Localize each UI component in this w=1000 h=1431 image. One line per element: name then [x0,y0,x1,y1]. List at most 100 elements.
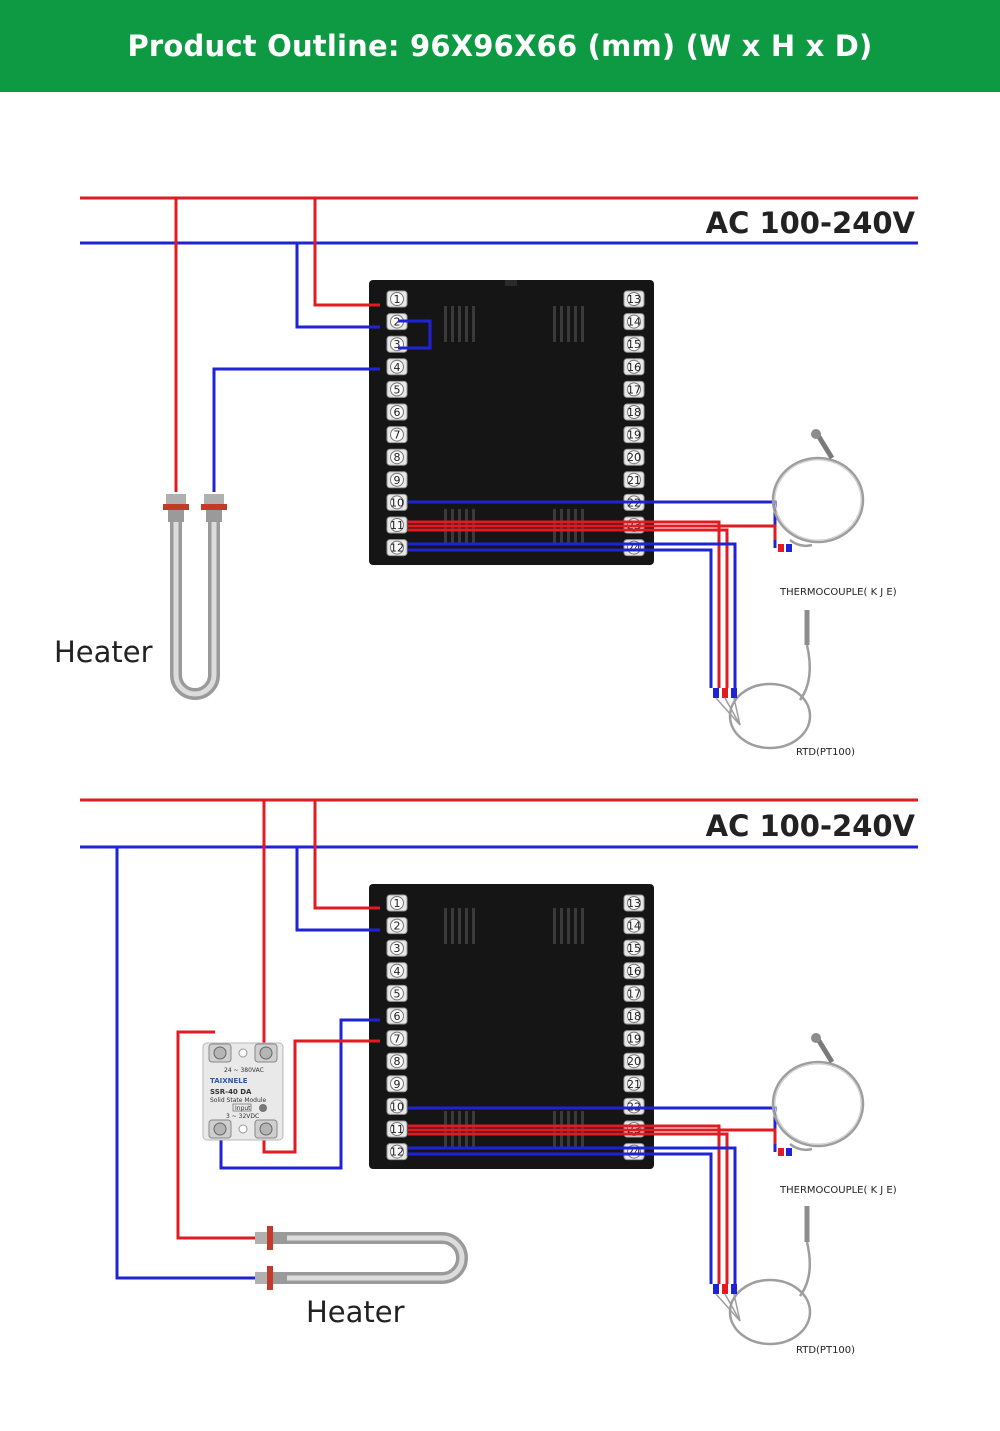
wire-jumper-t2-t3 [398,319,432,350]
terminal-16: 16 [623,962,645,980]
terminal-number: 11 [390,1123,404,1136]
thermocouple-label: THERMOCOUPLE( K J E) [779,587,897,598]
terminal-2: 2 [386,313,408,331]
terminal-number: 8 [394,451,401,464]
terminal-20: 20 [623,448,645,466]
terminal-number: 14 [627,316,641,329]
terminal-5: 5 [386,380,408,398]
page-title: Product Outline: 96X96X66 (mm) (W x H x … [127,29,873,63]
terminal-12: 12 [386,539,408,557]
heater-label: Heater [306,1295,405,1329]
terminal-10: 10 [386,1097,408,1115]
terminal-number: 19 [627,429,641,442]
wire-rtd-blue-2 [408,548,713,688]
terminal-13: 13 [623,290,645,308]
terminal-14: 14 [623,917,645,935]
rtd-label: RTD(PT100) [796,1345,855,1356]
terminal-9: 9 [386,1075,408,1093]
terminal-number: 20 [627,451,641,464]
terminal-number: 6 [394,406,401,419]
thermocouple-probe [771,1033,865,1156]
wire-rtd-blue-1 [408,1146,737,1284]
terminal-number: 1 [394,293,401,306]
terminal-8: 8 [386,1052,408,1070]
terminal-number: 1 [394,897,401,910]
terminal-11: 11 [386,516,408,534]
ssr-control-rating: 3 ~ 32VDC [226,1113,259,1120]
terminal-14: 14 [623,313,645,331]
wire-ssr-to-heater [176,1030,255,1240]
wires [174,198,777,688]
wire-rtd-blue-2 [408,1152,713,1284]
terminal-17: 17 [623,984,645,1002]
ssr-input-label: Input [235,1105,251,1112]
terminal-6: 6 [386,1007,408,1025]
terminal-number: 6 [394,1010,401,1023]
terminal-number: 18 [627,406,641,419]
terminal-number: 7 [394,429,401,442]
terminal-21: 21 [623,1075,645,1093]
wire-tc-red [408,524,777,540]
terminal-number: 3 [394,338,401,351]
wire-live-to-t1 [313,198,380,307]
terminal-16: 16 [623,358,645,376]
terminal-number: 4 [394,965,401,978]
terminal-number: 5 [394,383,401,396]
terminal-number: 5 [394,987,401,1000]
terminal-number: 16 [627,965,641,978]
terminal-18: 18 [623,403,645,421]
terminal-2: 2 [386,917,408,935]
terminal-number: 18 [627,1010,641,1023]
thermocouple-label: THERMOCOUPLE( K J E) [779,1185,897,1196]
wire-t6-to-ssr [219,1018,380,1170]
terminal-3: 3 [386,335,408,353]
heater-element [163,494,227,700]
terminal-24: 24 [623,1143,645,1161]
terminal-11: 11 [386,1120,408,1138]
terminal-number: 21 [627,1078,641,1091]
thermocouple-probe [771,429,865,552]
terminal-15: 15 [623,335,645,353]
terminal-number: 17 [627,383,641,396]
terminal-number: 15 [627,338,641,351]
terminal-number: 9 [394,474,401,487]
terminal-number: 8 [394,1055,401,1068]
terminal-number: 20 [627,1055,641,1068]
terminal-number: 9 [394,1078,401,1091]
wire-rtd-red-1 [408,520,721,688]
terminal-number: 17 [627,987,641,1000]
terminal-number: 4 [394,361,401,374]
terminal-6: 6 [386,403,408,421]
terminal-number: 14 [627,920,641,933]
rtd-probe [713,610,812,750]
rtd-label: RTD(PT100) [796,747,855,758]
wire-rtd-blue-1 [408,542,737,688]
terminal-number: 11 [390,519,404,532]
terminal-8: 8 [386,448,408,466]
terminal-13: 13 [623,894,645,912]
wire-t7-to-ssr [262,1039,380,1154]
wire-rtd-red-2 [408,528,729,688]
header-banner: Product Outline: 96X96X66 (mm) (W x H x … [0,0,1000,92]
rtd-probe [713,1206,812,1346]
terminal-4: 4 [386,358,408,376]
terminal-number: 10 [390,1100,404,1113]
wires [115,800,777,1284]
terminal-20: 20 [623,1052,645,1070]
terminal-10: 10 [386,493,408,511]
terminal-15: 15 [623,939,645,957]
terminal-9: 9 [386,471,408,489]
terminal-5: 5 [386,984,408,1002]
terminal-1: 1 [386,894,408,912]
ssr-brand: TAIXNELE [210,1077,248,1085]
terminal-24: 24 [623,539,645,557]
terminal-number: 16 [627,361,641,374]
